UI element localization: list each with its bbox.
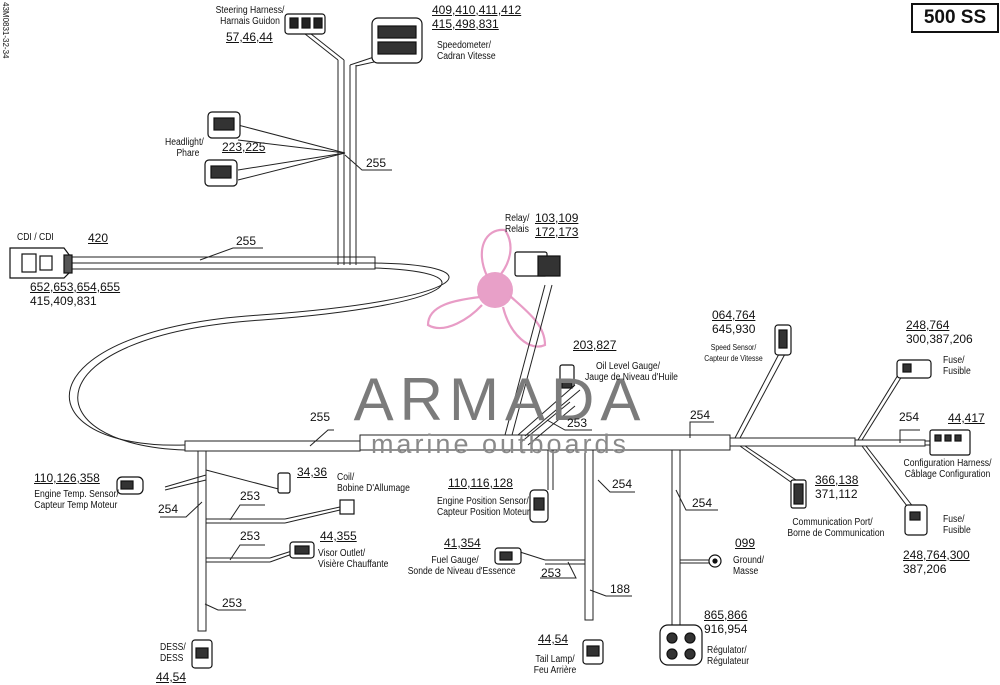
brand-name: ARMADA — [353, 366, 647, 433]
label-visor: Visor Outlet/Visière Chauffante — [318, 548, 389, 570]
wire-label-253-dess: 253 — [222, 596, 243, 610]
wire-label-253-coil: 253 — [240, 489, 261, 503]
part-number: 43M0831-32-34 — [1, 2, 10, 59]
parts-engine-temp: 110,126,358 — [34, 471, 100, 485]
parts-headlight: 223,225 — [222, 140, 266, 154]
label-ground: Ground/Masse — [733, 555, 765, 577]
tail-lamp-connector-icon — [582, 639, 604, 665]
wire-label-255-cdi: 255 — [236, 234, 257, 248]
relay-icon — [514, 251, 561, 277]
parts-tail-lamp: 44,54 — [538, 632, 569, 646]
wire-label-254-right: 254 — [899, 410, 920, 424]
parts-visor: 44,355 — [320, 529, 357, 543]
brand-tagline: marine outboards — [370, 429, 630, 459]
fuse-connector-icon — [896, 359, 932, 379]
label-speedometer: Speedometer/Cadran Vitesse — [437, 40, 496, 62]
wire-label-253-fuel: 253 — [541, 566, 562, 580]
oil-level-gauge-connector-icon — [559, 364, 575, 389]
wire-label-leaders — [160, 154, 920, 611]
label-fuse-bottom: Fuse/Fusible — [943, 514, 971, 536]
label-regulator: Régulator/Régulateur — [707, 645, 750, 667]
label-coil: Coil/Bobine D'Allumage — [337, 472, 410, 494]
headlight-connector-icon — [207, 111, 241, 139]
engine-position-sensor-connector-icon — [529, 489, 549, 523]
visor-outlet-connector-icon — [289, 541, 315, 559]
speed-sensor-connector-icon — [774, 324, 792, 356]
wire-label-255-top: 255 — [366, 156, 387, 170]
steering-connector-icon — [284, 13, 326, 35]
wire-label-253-oil: 253 — [567, 416, 588, 430]
wire-label-254-position: 254 — [612, 477, 633, 491]
label-speed-sensor: Speed Sensor/Capteur de Vitesse — [704, 343, 763, 363]
parts-coil: 34,36 — [297, 465, 328, 479]
label-config-harness: Configuration Harness/Câblage Configurat… — [903, 458, 992, 480]
label-engine-temp: Engine Temp. Sensor/Capteur Temp Moteur — [34, 489, 119, 511]
parts-engine-position: 110,116,128 — [448, 476, 513, 490]
wire-label-254-regulator: 254 — [692, 496, 713, 510]
harness-wires — [69, 29, 935, 632]
parts-oil-gauge: 203,827 — [573, 338, 617, 352]
cdi-module-icon — [9, 247, 73, 279]
wire-label-188: 188 — [610, 582, 631, 596]
parts-cdi-a: 420 — [88, 231, 109, 245]
label-comm-port: Communication Port/Borne de Communicatio… — [787, 517, 885, 539]
label-headlight: Headlight/Phare — [165, 137, 204, 159]
wire-label-255-main: 255 — [310, 410, 331, 424]
parts-dess: 44,54 — [156, 670, 187, 684]
fuse-connector-icon — [904, 504, 928, 536]
label-cdi: CDI / CDI — [17, 232, 54, 243]
dess-connector-icon — [191, 639, 213, 669]
wire-label-254-left: 254 — [158, 502, 179, 516]
communication-port-connector-icon — [790, 479, 807, 509]
wire-label-253-visor: 253 — [240, 529, 261, 543]
configuration-harness-connector-icon — [929, 429, 971, 456]
wire-label-254-mid: 254 — [690, 408, 711, 422]
ground-terminal-icon — [708, 554, 722, 568]
coil-connector-icon — [277, 472, 355, 515]
label-engine-position: Engine Position Sensor/Capteur Position … — [437, 496, 530, 518]
brand-watermark: ARMADA marine outboards — [350, 366, 650, 459]
label-relay: Relay/Relais — [505, 213, 530, 235]
parts-fuel-gauge: 41,354 — [444, 536, 481, 550]
regulator-connector-icon — [659, 624, 703, 666]
propeller-watermark-icon — [426, 228, 547, 348]
label-oil-gauge: Oil Level Gauge/Jauge de Niveau d'Huile — [585, 361, 678, 383]
label-fuel-gauge: Fuel Gauge/Sonde de Niveau d'Essence — [407, 555, 516, 577]
parts-ground: 099 — [735, 536, 756, 550]
model-title: 500 SS — [911, 3, 999, 33]
label-tail-lamp: Tail Lamp/Feu Arrière — [533, 654, 577, 676]
speedometer-connector-icon — [371, 17, 423, 64]
engine-temp-sensor-connector-icon — [116, 476, 144, 495]
fuel-gauge-connector-icon — [494, 547, 522, 565]
headlight-connector-icon — [204, 159, 238, 187]
label-steering-harness: Steering Harness/Harnais Guidon — [215, 5, 285, 27]
label-dess: DESS/DESS — [160, 642, 186, 664]
parts-steering-harness: 57,46,44 — [226, 30, 273, 44]
label-fuse-top: Fuse/Fusible — [943, 355, 971, 377]
parts-config-harness: 44,417 — [948, 411, 985, 425]
